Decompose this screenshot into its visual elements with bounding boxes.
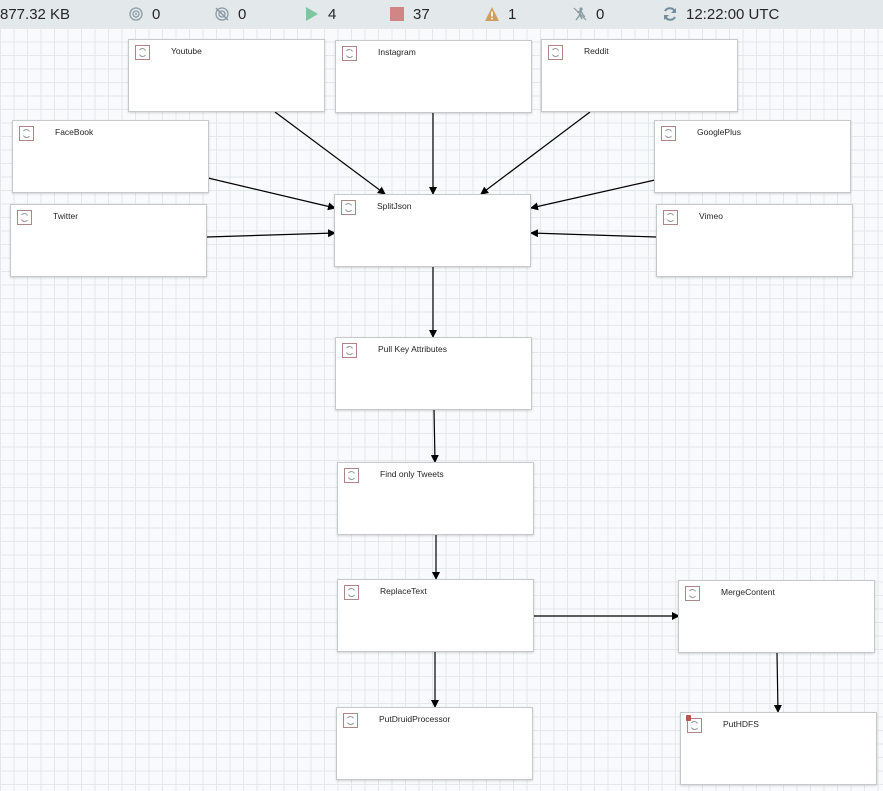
processor-refresh-icon [341,200,356,215]
status-bar: 877.32 KB 0 0 4 37 1 0 [0,0,883,29]
processor-name: FaceBook [55,127,94,137]
processor-refresh-icon [687,718,702,733]
processor-name: Youtube [171,46,202,56]
processor-refresh-icon [343,713,358,728]
connection-facebook-splitjson[interactable] [207,177,336,211]
processor-reddit[interactable]: Reddit [541,39,738,112]
connection-youtube-splitjson[interactable] [274,111,386,195]
connection-googleplus-splitjson[interactable] [530,179,656,211]
warning-icon [484,6,500,22]
transmitting-icon [128,6,144,22]
processor-refresh-icon [19,126,34,141]
invalid-value: 1 [508,5,517,23]
processor-refresh-icon [17,210,32,225]
disabled-icon [572,6,588,22]
processor-twitter[interactable]: Twitter [10,204,207,277]
invalid-badge-icon[interactable] [686,715,691,721]
processor-refresh-icon [344,585,359,600]
processor-name: Pull Key Attributes [378,344,447,354]
processor-refresh-icon [342,46,357,61]
stopped-value: 37 [413,5,430,23]
processor-refresh-icon [663,210,678,225]
processor-name: PutHDFS [723,719,759,729]
connection-mergecontent-puthdfs[interactable] [773,652,782,713]
play-icon [304,6,320,22]
processor-refresh-icon [548,45,563,60]
running-stat: 4 [304,0,336,28]
running-value: 4 [328,5,337,23]
processor-putdruidprocessor[interactable]: PutDruidProcessor [336,707,533,780]
processor-name: PutDruidProcessor [379,714,451,724]
processor-name: SplitJson [377,201,412,211]
disabled-stat: 0 [572,0,604,28]
disabled-value: 0 [596,5,605,23]
processor-name: Vimeo [699,211,723,221]
processor-refresh-icon [135,45,150,60]
processor-mergecontent[interactable]: MergeContent [678,580,875,653]
invalid-stat: 1 [484,0,516,28]
stopped-stat: 37 [389,0,430,28]
processor-youtube[interactable]: Youtube [128,39,325,112]
processor-refresh-icon [685,586,700,601]
stop-icon [389,6,405,22]
processor-puthdfs[interactable]: PutHDFS [680,712,877,785]
connection-vimeo-splitjson[interactable] [530,229,657,238]
connection-twitter-splitjson[interactable] [206,229,336,238]
data-size-value: 877.32 KB [0,5,71,23]
processor-refresh-icon [342,343,357,358]
connections-layer [206,111,782,713]
processor-replacetext[interactable]: ReplaceText [337,579,534,652]
processor-instagram[interactable]: Instagram [335,40,532,113]
processor-find-only-tweets[interactable]: Find only Tweets [337,462,534,535]
processor-facebook[interactable]: FaceBook [12,120,209,193]
processor-name: Find only Tweets [380,469,444,479]
processor-splitjson[interactable]: SplitJson [334,194,531,267]
processor-name: MergeContent [721,587,775,597]
processor-pull-key-attributes[interactable]: Pull Key Attributes [335,337,532,410]
connection-pullkey-findtweets[interactable] [430,408,439,463]
processor-name: GooglePlus [697,127,741,137]
data-size-stat: 877.32 KB [0,0,70,28]
connection-reddit-splitjson[interactable] [480,111,591,195]
flow-canvas[interactable]: Youtube Instagram Reddit FaceBook Google… [0,28,883,791]
last-refreshed-value: 12:22:00 UTC [686,5,780,23]
transmitting-stat: 0 [128,0,160,28]
refresh-stat: 12:22:00 UTC [662,0,779,28]
transmitting-value: 0 [152,5,161,23]
processor-refresh-icon [661,126,676,141]
processor-name: Reddit [584,46,609,56]
processor-refresh-icon [344,468,359,483]
processor-googleplus[interactable]: GooglePlus [654,120,851,193]
refresh-icon[interactable] [662,6,678,22]
not-transmitting-icon [214,6,230,22]
not-transmitting-stat: 0 [214,0,246,28]
processor-name: Instagram [378,47,416,57]
processor-name: ReplaceText [380,586,427,596]
processor-vimeo[interactable]: Vimeo [656,204,853,277]
not-transmitting-value: 0 [238,5,247,23]
processor-name: Twitter [53,211,79,221]
